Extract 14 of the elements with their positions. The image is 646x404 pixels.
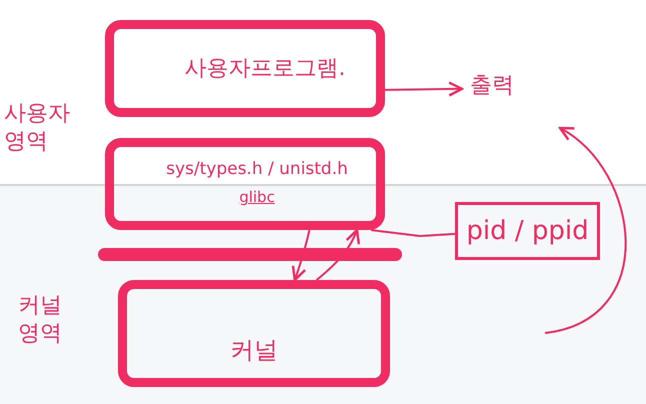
arrow bbox=[384, 81, 464, 97]
process-box bbox=[105, 20, 385, 117]
node-text: glibc bbox=[238, 188, 275, 207]
node-text: 출력 bbox=[470, 72, 514, 100]
node-text: sys/types.h / unistd.h bbox=[166, 159, 348, 180]
region-label: 사용자 영역 bbox=[4, 100, 71, 155]
node-text: 커널 bbox=[230, 334, 278, 364]
arrow bbox=[544, 126, 627, 334]
node-text: pid / ppid bbox=[466, 214, 589, 248]
node-text: 사용자프로그램. bbox=[184, 54, 346, 82]
kernel-box bbox=[118, 280, 390, 387]
library-box bbox=[105, 138, 385, 230]
process-box bbox=[455, 202, 600, 260]
region-label: 커널 영역 bbox=[18, 292, 63, 347]
